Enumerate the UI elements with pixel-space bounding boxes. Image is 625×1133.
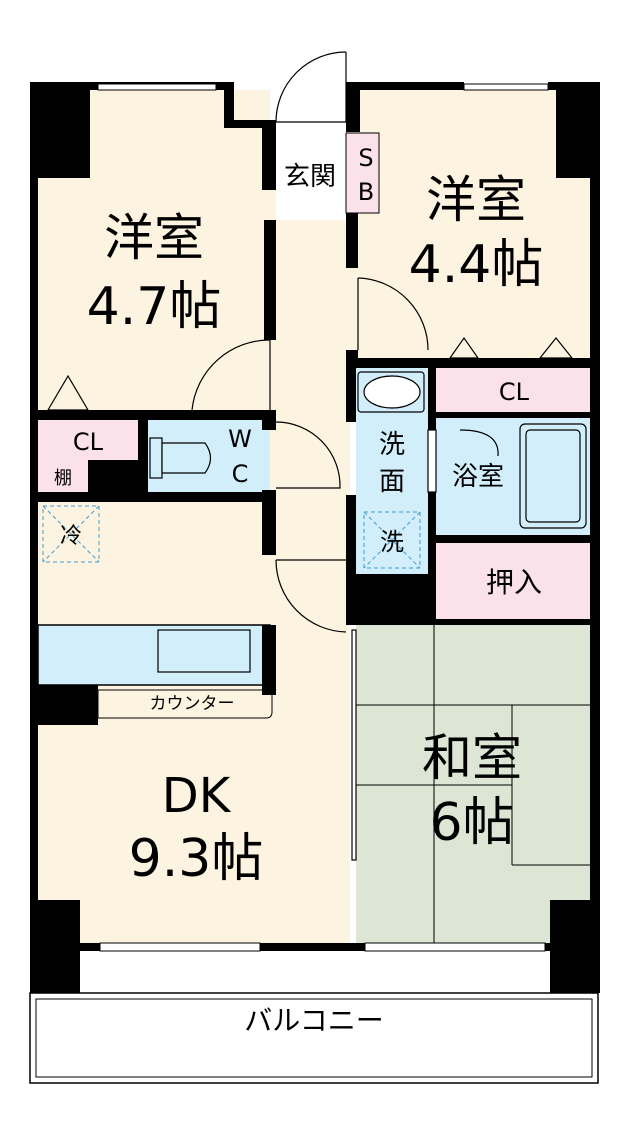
closet-door-right-1 [448, 336, 480, 359]
washroom-label-bottom: 面 [379, 467, 405, 497]
closet-door-left [46, 374, 90, 411]
toilet-bowl [161, 442, 212, 474]
washroom-sliding-door [427, 429, 437, 493]
oshiire [436, 543, 590, 619]
fridge-space [42, 505, 100, 563]
balcony-label: バルコニー [244, 1004, 383, 1037]
wc-door [275, 421, 341, 489]
bathroom-label: 浴室 [452, 462, 504, 492]
washroom-label-top: 洗 [379, 430, 405, 460]
japanese-room-name: 和室 [422, 729, 522, 787]
entrance-label: 玄関 [284, 162, 336, 192]
counter-shelf [97, 689, 273, 719]
wc-label-bottom: C [232, 460, 249, 488]
tatami-floor [356, 625, 590, 943]
entrance-door [275, 51, 347, 123]
western-right-door [357, 277, 429, 351]
counter-label: カウンター [150, 694, 235, 714]
closet-door-right-2 [538, 337, 574, 359]
japanese-room-size: 6帖 [429, 793, 514, 853]
walls [30, 82, 600, 993]
shoe-box [345, 132, 380, 214]
toilet-tank [149, 437, 163, 479]
western-room-right-size: 4.4帖 [409, 235, 544, 295]
washer-cross-a [363, 511, 421, 569]
dk-door [275, 559, 347, 633]
doors [46, 51, 574, 861]
fixtures [149, 371, 587, 529]
fridge-cross-b [42, 505, 100, 563]
bath-shower [459, 429, 499, 457]
fridge-label: 冷 [60, 524, 82, 549]
entrance-floor [276, 128, 346, 220]
western-room-right-floor [350, 90, 590, 358]
sliding-door-japanese [351, 629, 357, 861]
dk-name: DK [162, 768, 232, 824]
washer-label: 洗 [380, 528, 404, 556]
tatami-lines [356, 625, 590, 943]
fridge-cross-a [42, 505, 100, 563]
wc-label-top: W [228, 425, 252, 453]
shelf-label: 棚 [54, 468, 72, 489]
sink [157, 629, 251, 673]
wash-basin [363, 375, 421, 409]
dk-size: 9.3帖 [129, 829, 264, 889]
balcony-area [29, 992, 599, 1084]
bathtub [519, 423, 587, 529]
western-room-left-size: 4.7帖 [87, 277, 222, 337]
closet-right-label: CL [499, 378, 530, 406]
shelf-left [38, 460, 88, 492]
floor-areas [37, 90, 590, 943]
western-room-right-name: 洋室 [426, 171, 526, 229]
western-room-left-name: 洋室 [104, 209, 204, 267]
windows [97, 83, 549, 952]
closet-left-label: CL [73, 428, 104, 456]
washer-space [363, 511, 421, 569]
labels: 洋室 4.7帖 洋室 4.4帖 DK 9.3帖 和室 6帖 玄関 S B CL … [54, 144, 543, 1037]
oshiire-label: 押入 [486, 566, 542, 599]
shoe-box-label-top: S [358, 144, 373, 172]
closet-left [38, 420, 138, 460]
kitchen-counter [37, 624, 271, 686]
washer-cross-b [363, 511, 421, 569]
western-left-door [191, 339, 271, 411]
closet-right [436, 368, 590, 412]
shoe-box-label-bottom: B [358, 178, 374, 206]
